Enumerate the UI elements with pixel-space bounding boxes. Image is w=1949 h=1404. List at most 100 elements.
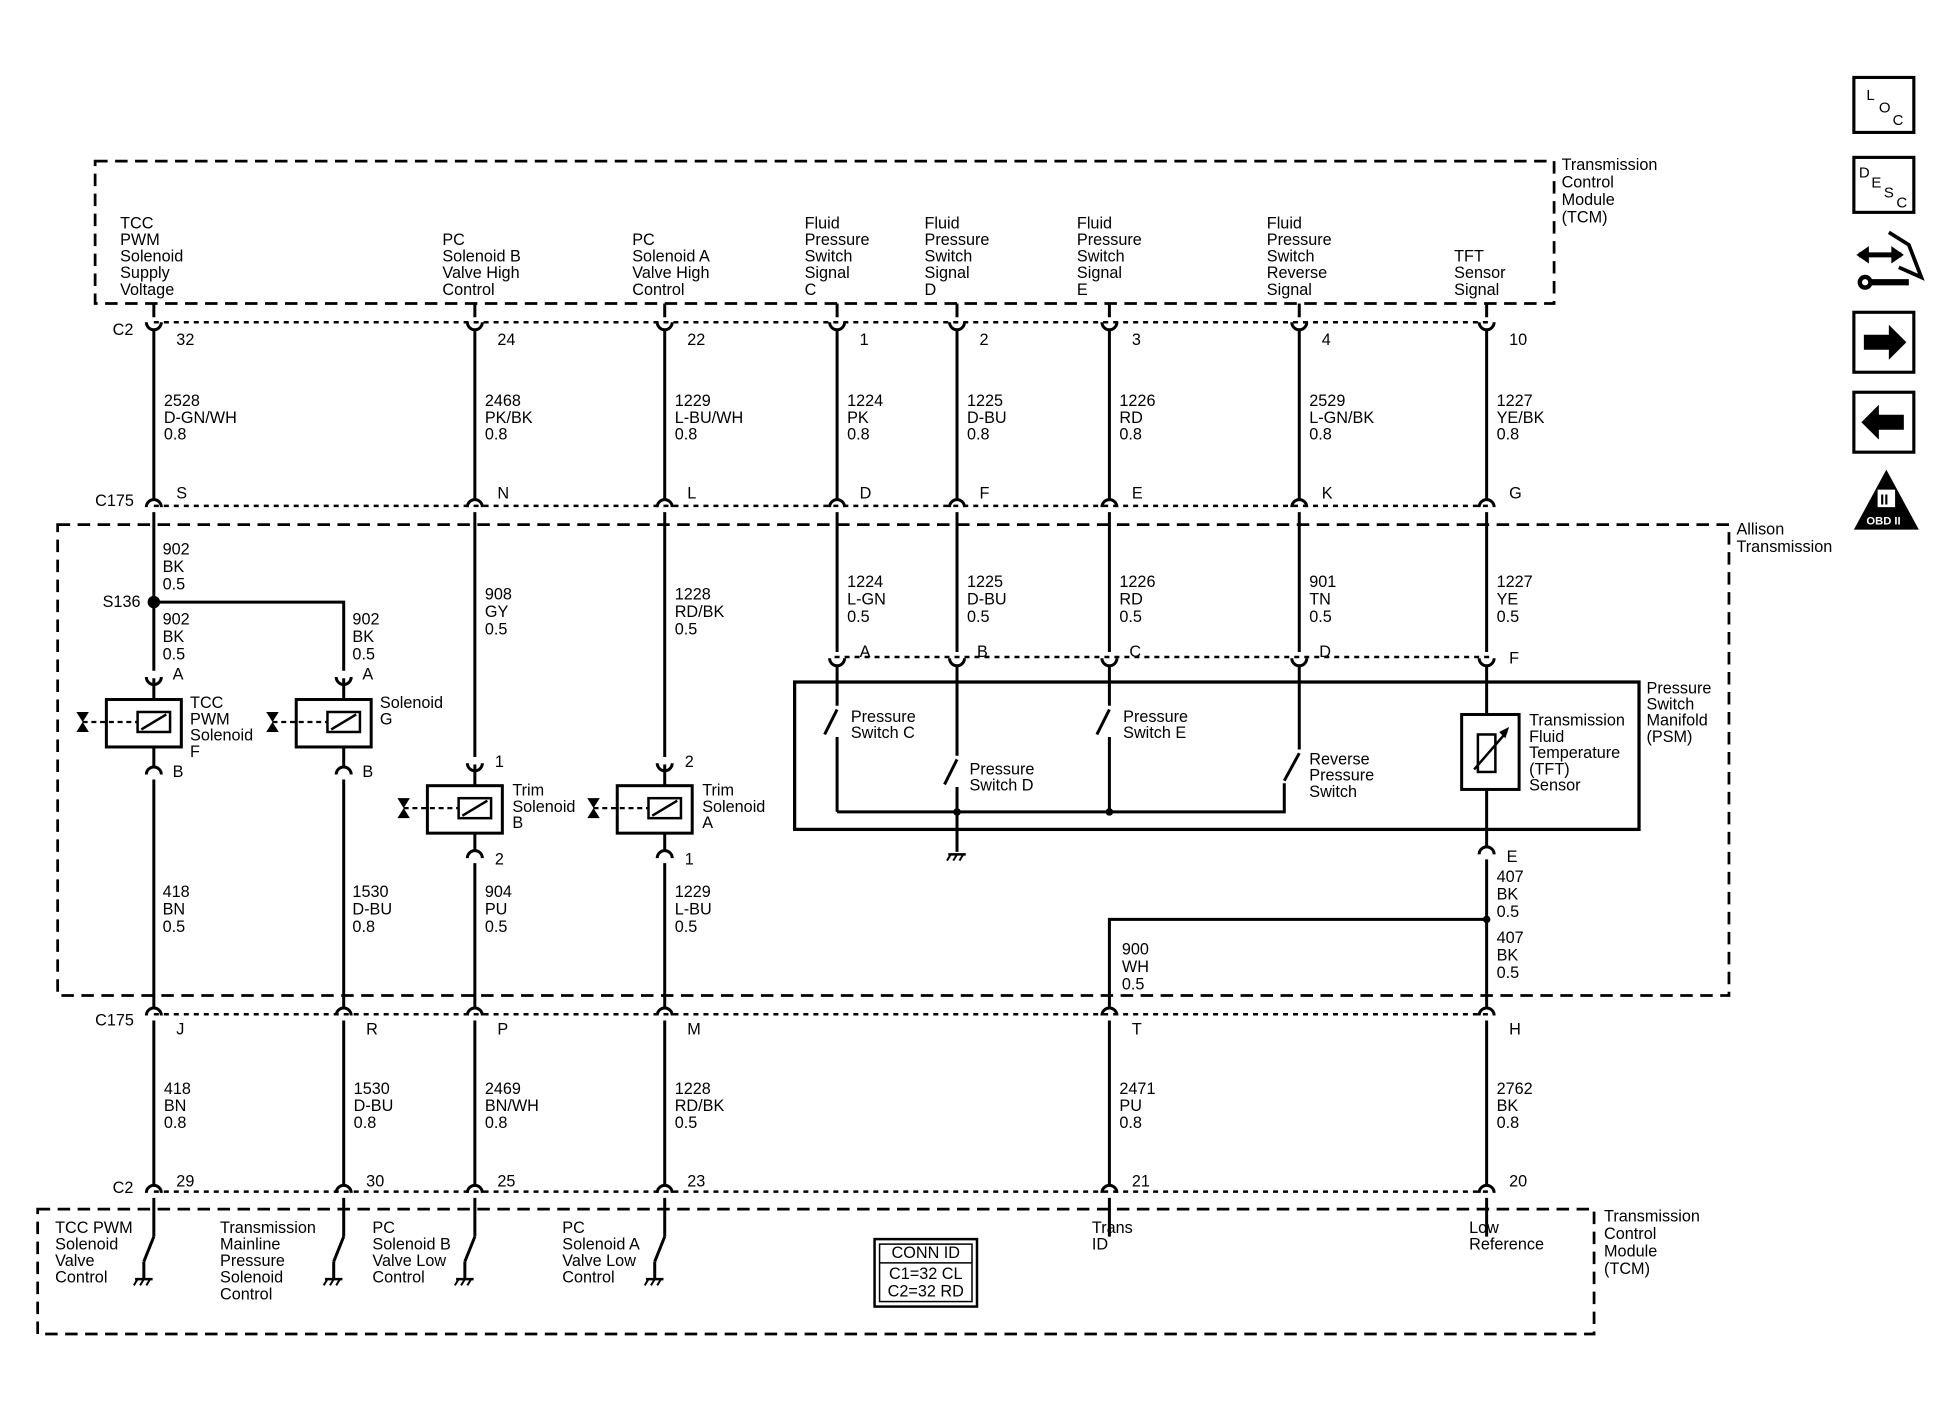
c175-pin-letter: G [1509,484,1522,502]
psm-junction-d [953,808,961,816]
svg-text:Pressure: Pressure [1309,767,1374,785]
svg-text:418: 418 [163,883,190,901]
svg-text:PWM: PWM [190,710,230,728]
tcm-circuit-label: PC [442,231,465,249]
wire-spec: L-BU/WH [675,409,743,427]
obd-ii-button[interactable]: II OBD II [1853,469,1919,530]
svg-text:0.5: 0.5 [967,608,990,626]
wire-spec: L-GN/BK [1309,409,1374,427]
svg-text:Control: Control [1604,1225,1656,1243]
location-button[interactable]: L O C [1852,75,1916,134]
wire-spec: 0.8 [164,426,187,444]
svg-text:902: 902 [163,611,190,629]
wire-spec: 1227 [1497,392,1533,410]
wire-label-1224-lgn: 1224 L-GN 0.5 [847,573,886,626]
c2-pin-number: 32 [176,331,194,349]
c2-top-label: C2 [113,321,134,339]
svg-text:1224: 1224 [847,573,883,591]
tcm-circuit-label: C [805,281,817,299]
tcm-bottom-box [36,1207,1596,1336]
svg-text:C: C [1129,643,1141,661]
svg-text:Switch C: Switch C [851,724,915,742]
loc-letter-l: L [1866,87,1874,104]
previous-page-button[interactable] [1852,390,1916,454]
tcm-circuit-label: Solenoid B [442,248,520,266]
svg-text:Switch D: Switch D [970,777,1034,795]
description-button[interactable]: D E S C [1852,155,1916,214]
driver-switch [332,1236,346,1263]
svg-text:TN: TN [1309,591,1331,609]
svg-text:Sensor: Sensor [1529,777,1581,795]
allison-transmission-box [56,523,1731,997]
svg-text:B: B [977,643,988,661]
pressure-switch-manifold-box [793,680,1641,832]
next-page-button[interactable] [1852,310,1916,374]
psm-connector: A B C D F [828,643,1519,667]
c175-pin-letter: D [860,484,872,502]
tft-sensor: Transmission Fluid Temperature (TFT) Sen… [1460,665,1625,847]
svg-text:Transmission: Transmission [1562,156,1658,174]
tcm-circuit-label: Solenoid [120,248,183,266]
svg-text:BK: BK [163,628,185,646]
c175-pin-letter: P [497,1020,508,1038]
tcm-circuit-label: Solenoid A [632,248,710,266]
svg-text:A: A [702,814,713,832]
svg-text:901: 901 [1309,573,1336,591]
wire-spec: 1225 [967,392,1003,410]
wire-label-902-bk: 902 BK 0.5 [163,541,190,594]
svg-text:RD: RD [1119,591,1142,609]
svg-text:1225: 1225 [967,573,1003,591]
c2-pin-number: 30 [366,1173,384,1191]
svg-text:(TCM): (TCM) [1562,208,1608,226]
tcm-circuit-label: Pressure [925,231,990,249]
tcm-circuit-label: Solenoid [220,1269,283,1287]
svg-text:Manifold: Manifold [1647,712,1708,730]
svg-text:Temperature: Temperature [1529,744,1620,762]
svg-text:0.8: 0.8 [352,918,375,936]
wire-label-1228-rdbk: 1228 RD/BK 0.5 [675,586,725,639]
wire-spec: 0.8 [1497,426,1520,444]
svg-text:902: 902 [352,611,379,629]
top-circuit-0: TCCPWMSolenoidSupplyVoltage322528D-GN/WH… [120,214,237,509]
svg-text:1228: 1228 [675,586,711,604]
svg-text:Reverse: Reverse [1309,750,1369,768]
wire-spec: 1228 [675,1080,711,1098]
svg-text:WH: WH [1122,958,1149,976]
wire-spec: 0.8 [485,1114,508,1132]
tcm-circuit-label: Reverse [1267,264,1327,282]
tcm-circuit-label: Reference [1469,1235,1544,1253]
wire-spec: 0.8 [847,426,870,444]
tcm-bottom-label: Transmission Control Module (TCM) [1604,1208,1700,1278]
c175-pin-letter: K [1322,484,1333,502]
c2-bottom-label: C2 [113,1179,134,1197]
connector-tools-button[interactable] [1856,230,1925,290]
svg-text:0.5: 0.5 [1309,608,1332,626]
svg-text:(PSM): (PSM) [1647,728,1693,746]
svg-text:0.5: 0.5 [1497,903,1520,921]
svg-text:0.5: 0.5 [352,646,375,664]
svg-text:Control: Control [1562,173,1614,191]
c175-pin-letter: E [1132,484,1143,502]
psm-pin-e: E [1507,848,1518,866]
wire-label-900-wh: 900 WH 0.5 [1122,940,1149,993]
svg-text:D: D [1319,643,1331,661]
wire-900-wh [1107,917,1487,1010]
solenoid-g: A B Solenoid G [266,666,443,781]
svg-text:Trim: Trim [512,782,544,800]
psm-junction-e [1105,808,1114,816]
tcm-circuit-label: Switch [1077,248,1125,266]
wire-spec: 1226 [1119,392,1155,410]
svg-text:Pressure: Pressure [851,708,916,726]
svg-text:F: F [190,743,200,761]
svg-text:B: B [512,814,523,832]
svg-text:(TFT): (TFT) [1529,760,1570,778]
ground-icon [643,1277,665,1287]
top-circuit-6: FluidPressureSwitchReverseSignal42529L-G… [1267,214,1374,509]
wire-spec: 2529 [1309,392,1345,410]
tcm-circuit-label: TCC [120,214,154,232]
c2-pin-number: 2 [979,331,988,349]
tcm-circuit-label: Mainline [220,1235,280,1253]
c175-pin-letter: R [366,1020,378,1038]
svg-text:Fluid: Fluid [1529,728,1564,746]
tcm-circuit-label: Solenoid [55,1235,118,1253]
